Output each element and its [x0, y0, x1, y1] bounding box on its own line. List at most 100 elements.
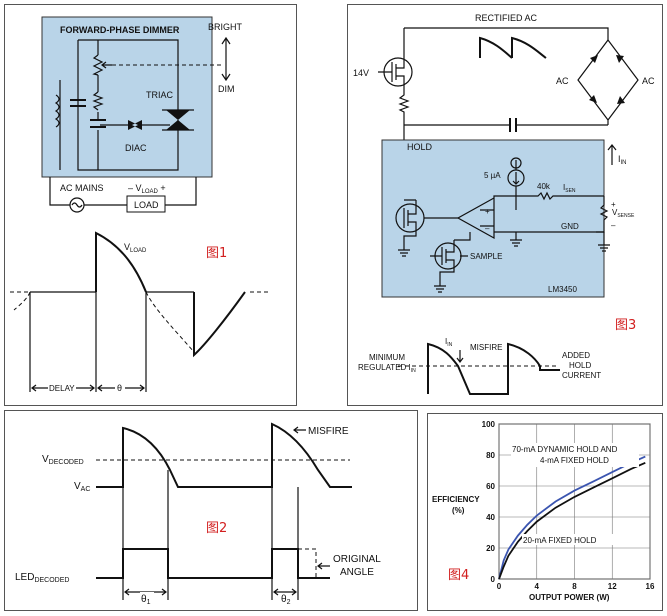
dim-label: DIM [218, 84, 235, 94]
x-tick-label-0: 0 [497, 582, 502, 591]
r40k-label: 40k [537, 182, 551, 191]
bridge-rectifier [577, 39, 639, 125]
delay-label-bg [48, 382, 76, 393]
series-line-0 [498, 455, 646, 580]
x-tick-label-3: 12 [608, 582, 617, 591]
y-tick-label-2: 40 [486, 513, 495, 522]
added-hold-3: CURRENT [562, 371, 601, 380]
top-rail [404, 27, 609, 40]
fig2-label: 图2 [206, 521, 227, 536]
fig2-guides [122, 470, 299, 600]
theta1-bg [140, 592, 154, 604]
sample-mosfet-leads [430, 232, 471, 286]
fig1-group: FORWARD-PHASE DIMMER DIAC TRIAC BRIGHT D… [10, 16, 268, 393]
ac-source-icon [69, 197, 85, 213]
diac-symbol [128, 120, 142, 130]
opamp-plus: + [485, 207, 490, 216]
vdecoded-label: VDECODED [42, 454, 84, 466]
dimmer-box [41, 16, 213, 178]
y-tick-label-5: 100 [482, 420, 496, 429]
x-tick-label-1: 4 [535, 582, 540, 591]
sample-label: SAMPLE [470, 252, 502, 261]
annot-top-1: 70-mA DYNAMIC HOLD AND [512, 445, 618, 454]
capacitor-left [70, 99, 86, 107]
triac-bars [162, 100, 194, 131]
triac-label: TRIAC [146, 90, 174, 100]
x-tick-label-2: 8 [572, 582, 577, 591]
original-angle-1: ORIGINAL [333, 554, 381, 565]
hold-mosfet-leads [403, 199, 458, 250]
gnd-line [494, 231, 605, 245]
isen-label: ISEN [563, 183, 576, 194]
dimmer-wiring [59, 39, 179, 171]
sense-wiring [516, 191, 609, 233]
ac-mains-label: AC MAINS [60, 183, 104, 193]
iin-wave-label: IIN [445, 337, 453, 348]
opamp-minus: – [485, 224, 490, 233]
hold-label: HOLD [407, 142, 433, 152]
annot-top-bg [511, 443, 639, 467]
delay-guides [29, 292, 147, 392]
misfire-label-fig3: MISFIRE [470, 343, 502, 352]
vac-waveform [96, 422, 352, 488]
ac-left-label: AC [556, 76, 569, 86]
misfire-label-fig2: MISFIRE [308, 426, 349, 437]
vload-wave-label: VLOAD [124, 242, 147, 254]
gnd-label: GND [561, 222, 579, 231]
annot-bottom-bg [522, 534, 614, 545]
ground-symbols-fig3 [510, 239, 610, 252]
load-label: LOAD [134, 200, 159, 210]
vsense-plus: + [611, 200, 616, 209]
chart-ylabel-2: (%) [452, 506, 465, 515]
original-angle-dashed [298, 548, 317, 578]
mains-wiring [49, 177, 197, 206]
rectified-ac-wave [479, 36, 547, 59]
theta-label-bg [115, 382, 125, 393]
fig3-label: 图3 [615, 318, 636, 333]
iin-arrow [607, 144, 617, 165]
chart-ylabel-1: EFFICIENCY [432, 495, 480, 504]
min-reg-line2: REGULATED IIN [358, 363, 416, 374]
fig1-label: 图1 [206, 246, 227, 261]
ground-hold [398, 249, 410, 257]
y-tick-label-1: 20 [486, 544, 495, 553]
fig4-label: 图4 [448, 568, 469, 583]
inductor-symbol [54, 94, 60, 128]
ground-sample [434, 285, 446, 293]
chip-box [381, 139, 605, 298]
panel-frame-fig2 [4, 410, 418, 611]
annot-top-2: 4-mA FIXED HOLD [540, 456, 609, 465]
vac-label: VAC [74, 481, 90, 493]
diac-label: DIAC [125, 143, 147, 153]
sine-dash-right [145, 291, 195, 353]
theta2-arrow [273, 588, 297, 596]
theta2-label: θ2 [281, 594, 291, 606]
misfire-arrow [456, 350, 464, 363]
resistor [92, 91, 104, 111]
v14-label: 14V [353, 68, 369, 78]
vsense-minus: – [611, 221, 616, 230]
vload-terminal-label: – VLOAD + [128, 183, 166, 195]
sine-dash-left [13, 291, 31, 311]
bridge-diodes [589, 55, 625, 104]
delay-label: DELAY [49, 384, 75, 393]
original-angle-2: ANGLE [340, 567, 374, 578]
capacitor-bottom [90, 119, 106, 128]
vsense-label: VSENSE [612, 208, 635, 219]
chart-series [498, 455, 646, 580]
ac-right-label: AC [642, 76, 655, 86]
led-decoded-label: LEDDECODED [15, 572, 69, 584]
triac-symbol [166, 110, 190, 130]
y-tick-label-3: 60 [486, 482, 495, 491]
current-source-arrow [512, 160, 520, 210]
theta-label: θ [117, 383, 122, 393]
load-box [126, 195, 166, 213]
dimmer-title: FORWARD-PHASE DIMMER [60, 25, 180, 35]
fig2-group: VDECODED VAC MISFIRE LEDDECODED ORIGINAL… [15, 422, 381, 606]
bright-dim-arrow [221, 36, 231, 82]
chart-xlabel: OUTPUT POWER (W) [529, 593, 610, 602]
current-source-top-icon [510, 157, 522, 169]
